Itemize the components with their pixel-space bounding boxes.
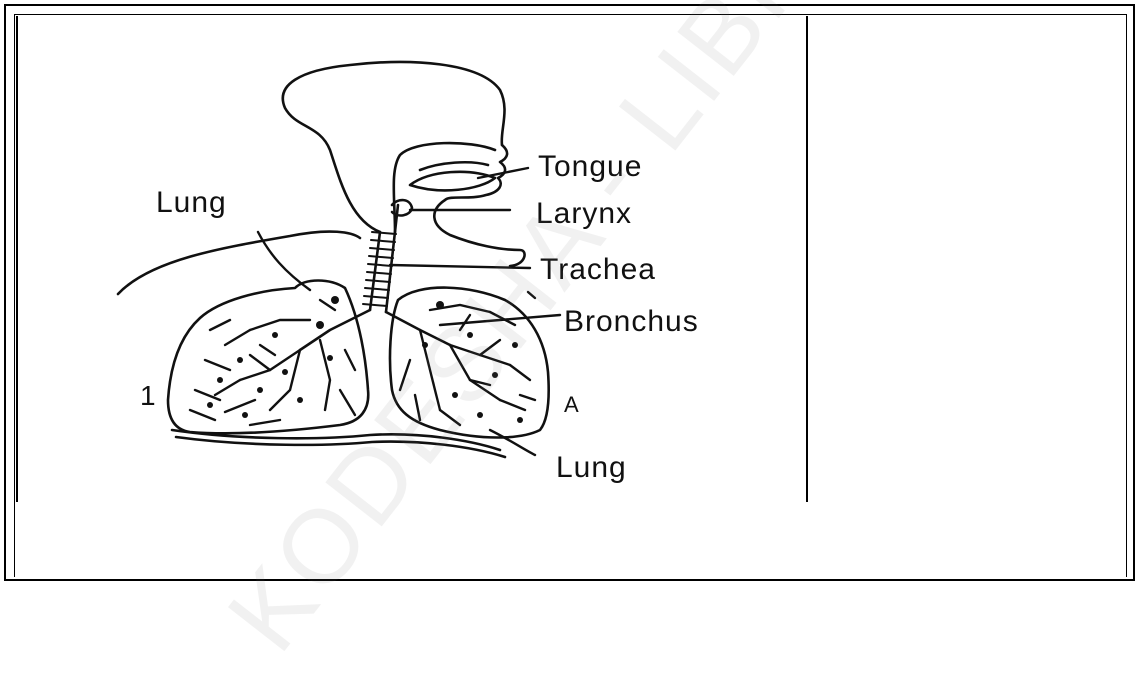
mouth-cavity bbox=[394, 143, 495, 232]
lung-label-left: Lung bbox=[156, 188, 227, 218]
right-lung-outline bbox=[390, 288, 549, 438]
shoulder-line bbox=[118, 232, 360, 294]
lung-label-bottom: Lung bbox=[556, 453, 627, 483]
leader-lines bbox=[258, 168, 560, 455]
right-lung-marker: A bbox=[564, 394, 580, 416]
trachea-left bbox=[370, 232, 380, 310]
respiratory-system-drawing bbox=[16, 16, 808, 502]
larynx-label: Larynx bbox=[536, 199, 632, 229]
left-bronchial-tree bbox=[190, 300, 355, 425]
tongue-leader bbox=[478, 168, 528, 178]
trachea-tick bbox=[528, 292, 535, 298]
left-lung-shading bbox=[207, 296, 339, 418]
bronchus-right bbox=[386, 312, 450, 345]
bronchus-label: Bronchus bbox=[564, 307, 699, 337]
tongue-shape bbox=[410, 172, 495, 191]
trachea-label: Trachea bbox=[540, 255, 656, 285]
tongue-label: Tongue bbox=[538, 152, 642, 182]
left-lung-marker: 1 bbox=[140, 382, 157, 410]
left-lung-outline bbox=[168, 281, 368, 434]
respiratory-system-figure bbox=[16, 16, 808, 502]
